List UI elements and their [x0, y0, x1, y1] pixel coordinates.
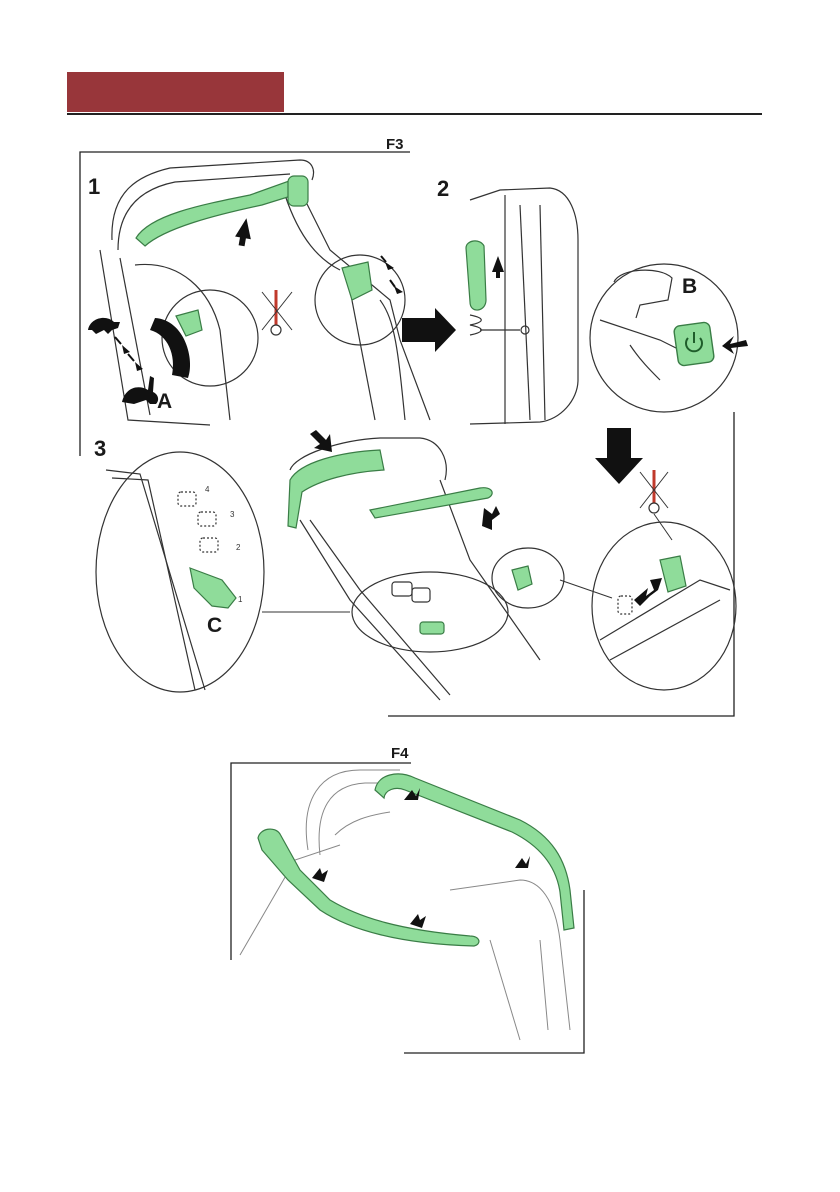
step2-panel — [470, 188, 578, 424]
speed-lever — [176, 310, 202, 336]
leader-line-right — [560, 580, 612, 598]
no-tool-warning-icon-2 — [640, 470, 668, 513]
f4-arrows — [312, 788, 530, 928]
step3-down-arrow-icon — [310, 430, 332, 452]
height-lever-highlight — [190, 568, 236, 608]
tortoise-icon — [88, 318, 120, 334]
hare-icon — [122, 376, 158, 404]
f4-frame-drawing — [240, 770, 570, 1040]
safety-lever — [342, 262, 372, 300]
step1-crossbar-end — [288, 176, 308, 206]
step3-left-bar-highlight — [288, 450, 384, 528]
small-down-arrow-icon-3 — [122, 345, 130, 354]
small-down-arrow-icon-2 — [394, 286, 403, 294]
leader-line-warning — [654, 514, 672, 540]
step3-up-arrow-icon — [482, 506, 500, 530]
step2-up-arrow-icon — [492, 256, 504, 278]
step3-crossbar-highlight — [370, 488, 492, 518]
lever-pos-4: 4 — [205, 485, 210, 494]
f4-arrow-icon-4 — [410, 914, 426, 928]
f4-left-bar-highlight — [258, 829, 479, 946]
clip-spring — [470, 315, 481, 335]
lever-pos-3: 3 — [230, 510, 235, 519]
f4-right-bar-highlight — [375, 774, 574, 930]
step3-right-circle — [592, 522, 736, 690]
callout-b-circle — [590, 264, 738, 412]
callout-c-circle — [96, 452, 264, 692]
lever-pos-2: 2 — [236, 543, 241, 552]
figure-f3-frame — [80, 152, 734, 716]
big-right-arrow-icon — [402, 308, 456, 352]
clip-highlight — [466, 241, 486, 310]
no-tool-warning-icon — [262, 290, 292, 335]
lever-pos-1: 1 — [238, 595, 243, 604]
up-arrow-icon — [234, 217, 255, 247]
f4-arrow-icon-2 — [515, 856, 530, 868]
f4-arrow-icon-3 — [312, 868, 328, 882]
power-button — [673, 322, 714, 367]
press-arrow-icon — [722, 336, 748, 354]
big-down-arrow-icon — [595, 428, 643, 484]
step3-right-lever-highlight — [512, 566, 532, 590]
figure-f4-frame — [231, 763, 584, 1053]
step3-lever-highlight — [420, 622, 444, 634]
step3-right-lever — [660, 556, 686, 592]
step3-double-arrow-icon — [634, 578, 662, 606]
step1-crossbar-highlight — [136, 178, 305, 246]
